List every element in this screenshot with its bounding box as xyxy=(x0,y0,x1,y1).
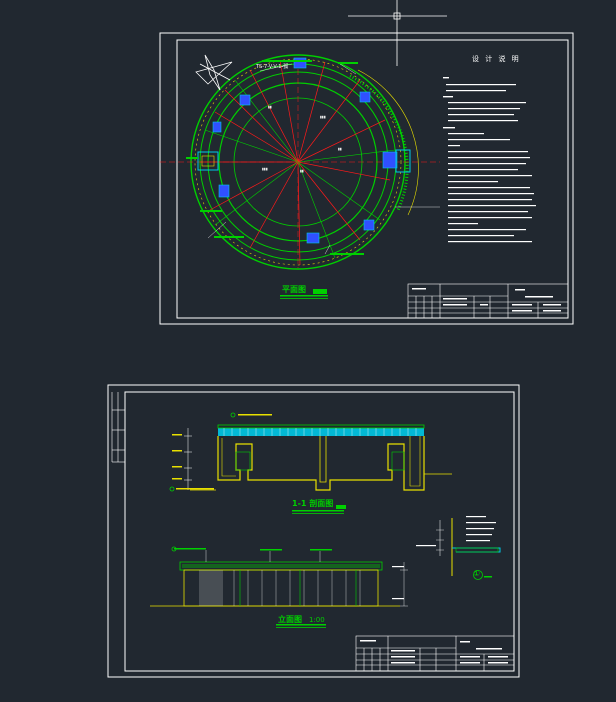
svg-text:▮▮▮: ▮▮▮ xyxy=(262,167,268,171)
elevation-scale: 1:00 xyxy=(309,616,325,624)
north-arrow-icon xyxy=(195,54,233,91)
svg-text:▮▮▮: ▮▮▮ xyxy=(320,115,326,119)
svg-text:▮▮: ▮▮ xyxy=(268,105,272,109)
title-block-1 xyxy=(407,283,569,319)
plan-drawing: ▮▮▮ ▮▮ ▮▮ ▮▮ ▮▮▮ xyxy=(160,54,440,270)
elevation-title: 立面图 xyxy=(278,615,302,624)
section-drawing xyxy=(169,412,452,492)
detail-number: ① xyxy=(473,569,481,578)
design-notes-block xyxy=(443,77,536,243)
crosshair-cursor-icon xyxy=(348,0,447,66)
plan-callout-top: TS-7-V-V-1-弧 xyxy=(256,64,289,70)
section-title: 1-1 剖面图 xyxy=(292,499,334,508)
sheet-2 xyxy=(107,384,520,678)
plan-title: 平面图 xyxy=(282,285,306,294)
notes-title: 设 计 说 明 xyxy=(472,55,521,63)
svg-text:▮▮: ▮▮ xyxy=(300,169,304,173)
detail-drawing xyxy=(416,516,501,580)
svg-text:▮▮: ▮▮ xyxy=(338,147,342,151)
sheet-1: ▮▮▮ ▮▮ ▮▮ ▮▮ ▮▮▮ xyxy=(159,32,574,325)
title-block-2 xyxy=(355,635,515,672)
elevation-drawing xyxy=(150,546,408,607)
